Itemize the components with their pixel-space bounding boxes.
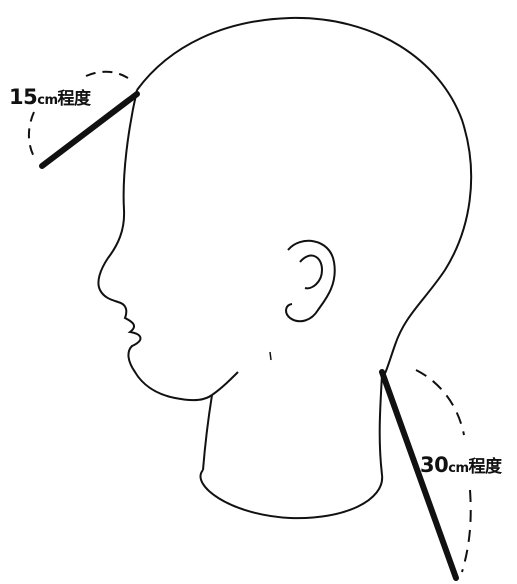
neck-base xyxy=(201,470,383,518)
top-length-suffix: 程度 xyxy=(58,89,91,109)
jaw-line xyxy=(212,372,238,395)
ear-inner xyxy=(300,256,322,289)
top-length-number: 15 xyxy=(9,85,37,109)
bottom-dashed-arc xyxy=(416,370,464,435)
bottom-length-label: 30cm程度 xyxy=(420,452,502,477)
top-dashed-arc-upper xyxy=(86,72,128,78)
neck-front xyxy=(203,395,212,470)
cheek-mark xyxy=(270,352,271,360)
top-dashed-arc xyxy=(29,112,36,160)
top-length-unit: cm xyxy=(37,93,57,108)
head-outline xyxy=(137,18,471,376)
face-profile xyxy=(98,90,212,400)
bottom-length-number: 30 xyxy=(420,453,448,477)
top-length-label: 15cm程度 xyxy=(9,84,91,109)
bottom-length-suffix: 程度 xyxy=(469,457,502,477)
bottom-length-unit: cm xyxy=(448,461,468,476)
neck-back xyxy=(380,375,382,475)
bottom-dashed-arc-lower xyxy=(462,490,471,572)
ear-outer xyxy=(286,241,335,321)
